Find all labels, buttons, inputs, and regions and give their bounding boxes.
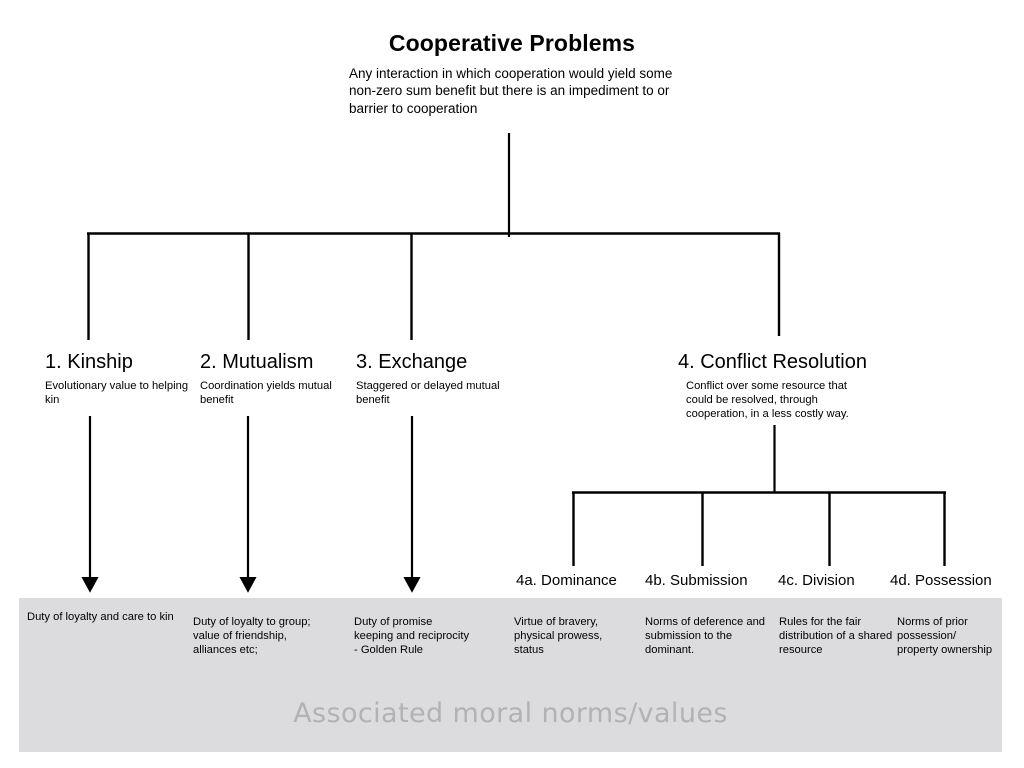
root-node-title: Cooperative Problems (388, 30, 636, 56)
sub-branch-title-division: 4c. Division (778, 572, 855, 589)
norm-entry-kinship: Duty of loyalty and care to kin (27, 611, 174, 623)
sub-branch-title-possession: 4d. Possession (890, 572, 992, 589)
associated-moral-norms-panel (19, 598, 1002, 752)
norm-entry-division: Rules for the fair distribution of a sha… (779, 616, 893, 656)
norm-entry-dominance: Virtue of bravery, physical prowess, sta… (514, 616, 603, 656)
sub-branch-title-submission: 4b. Submission (645, 572, 748, 589)
norm-entry-possession: Norms of prior possession/ property owne… (897, 616, 993, 656)
branch-title-exchange: 3. Exchange (356, 351, 468, 373)
sub-branch-title-dominance: 4a. Dominance (516, 572, 617, 589)
branch-description-conflict-resolution: Conflict over some resource that could b… (686, 380, 849, 420)
branch-title-kinship: 1. Kinship (45, 351, 133, 373)
norm-entry-submission: Norms of deference and submission to the… (645, 616, 766, 656)
branch-description-kinship: Evolutionary value to helping kin (45, 380, 189, 406)
norms-panel-caption: Associated moral norms/values (293, 698, 728, 729)
norm-entry-mutualism: Duty of loyalty to group; value of frien… (193, 616, 311, 656)
branch-title-conflict-resolution: 4. Conflict Resolution (678, 351, 867, 373)
root-node-description: Any interaction in which cooperation wou… (349, 66, 673, 116)
branch-description-mutualism: Coordination yields mutual benefit (200, 380, 332, 406)
branch-description-exchange: Staggered or delayed mutual benefit (356, 380, 500, 406)
branch-title-mutualism: 2. Mutualism (200, 351, 314, 373)
norm-entry-exchange: Duty of promise keeping and reciprocity … (354, 616, 470, 656)
